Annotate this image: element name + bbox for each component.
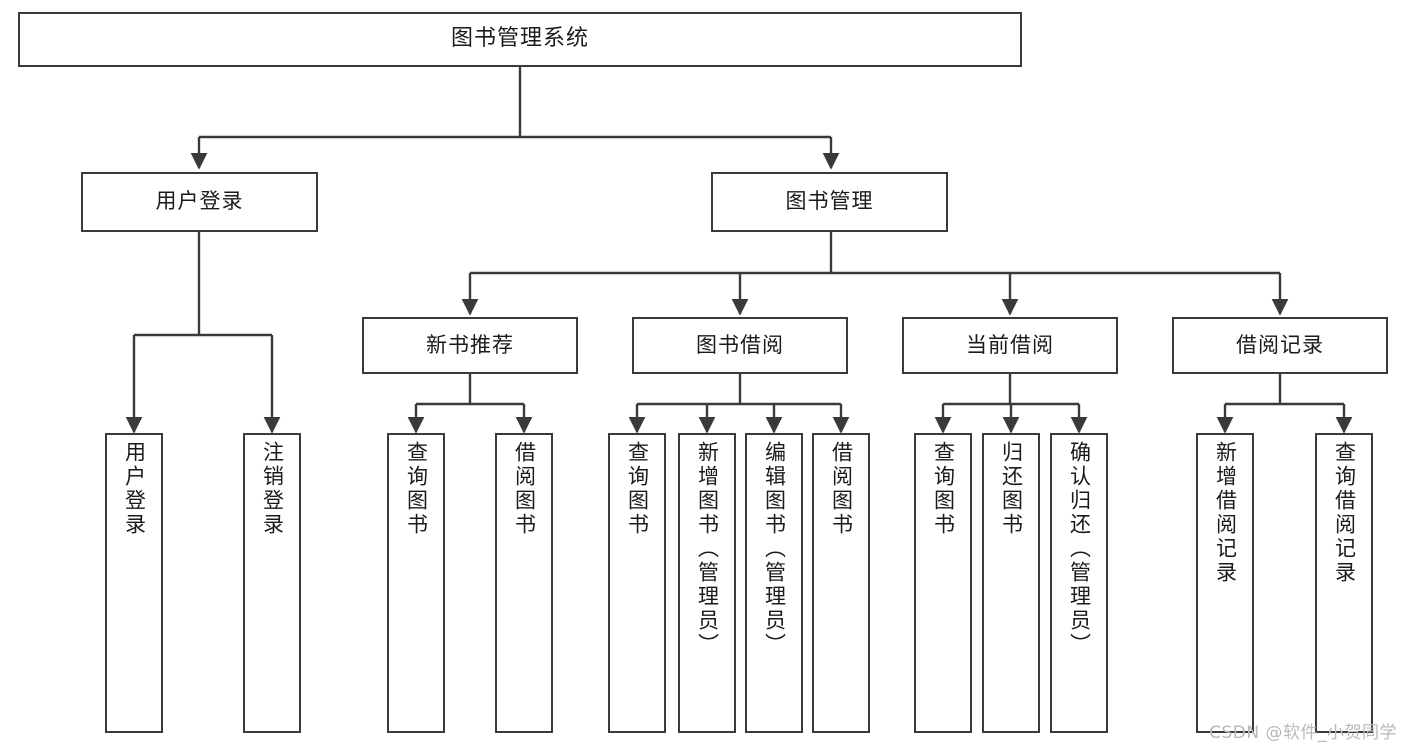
node-leaf-edit-book[interactable]: 编辑图书（管理员）	[745, 433, 803, 733]
node-label: 借阅图书	[512, 441, 537, 537]
node-leaf-logout-login[interactable]: 注销登录	[243, 433, 301, 733]
node-label: 用户登录	[155, 189, 244, 214]
node-label: 确认归还（管理员）	[1067, 441, 1092, 657]
node-label: 图书管理系统	[450, 26, 589, 52]
node-leaf-query-book-3[interactable]: 查询图书	[914, 433, 972, 733]
node-root-book-management-system[interactable]: 图书管理系统	[18, 12, 1022, 67]
node-label: 查询图书	[931, 441, 956, 537]
node-label: 用户登录	[122, 441, 147, 537]
node-leaf-borrow-book-1[interactable]: 借阅图书	[495, 433, 553, 733]
node-label: 图书借阅	[696, 332, 784, 357]
node-label: 归还图书	[999, 441, 1024, 537]
node-label: 新书推荐	[426, 332, 514, 357]
node-leaf-confirm-return[interactable]: 确认归还（管理员）	[1050, 433, 1108, 733]
node-leaf-query-book-1[interactable]: 查询图书	[387, 433, 445, 733]
node-leaf-return-book[interactable]: 归还图书	[982, 433, 1040, 733]
watermark-csdn: CSDN @软件_小贺同学	[1209, 723, 1397, 743]
node-borrow-record[interactable]: 借阅记录	[1172, 317, 1388, 374]
node-leaf-user-login[interactable]: 用户登录	[105, 433, 163, 733]
node-leaf-add-book[interactable]: 新增图书（管理员）	[678, 433, 736, 733]
node-label: 编辑图书（管理员）	[762, 441, 787, 657]
node-new-book-recommend[interactable]: 新书推荐	[362, 317, 578, 374]
node-label: 查询图书	[625, 441, 650, 537]
node-leaf-query-book-2[interactable]: 查询图书	[608, 433, 666, 733]
node-label: 借阅记录	[1236, 332, 1324, 357]
node-label: 新增图书（管理员）	[695, 441, 720, 657]
node-user-login[interactable]: 用户登录	[81, 172, 318, 232]
node-book-borrow[interactable]: 图书借阅	[632, 317, 848, 374]
node-label: 当前借阅	[966, 332, 1054, 357]
node-leaf-query-record[interactable]: 查询借阅记录	[1315, 433, 1373, 733]
node-book-management[interactable]: 图书管理	[711, 172, 948, 232]
node-label: 查询借阅记录	[1332, 441, 1357, 585]
node-label: 查询图书	[404, 441, 429, 537]
node-current-borrow[interactable]: 当前借阅	[902, 317, 1118, 374]
node-label: 借阅图书	[829, 441, 854, 537]
node-label: 注销登录	[260, 441, 285, 537]
node-label: 新增借阅记录	[1213, 441, 1238, 585]
node-label: 图书管理	[785, 189, 874, 214]
node-leaf-add-record[interactable]: 新增借阅记录	[1196, 433, 1254, 733]
node-leaf-borrow-book-2[interactable]: 借阅图书	[812, 433, 870, 733]
